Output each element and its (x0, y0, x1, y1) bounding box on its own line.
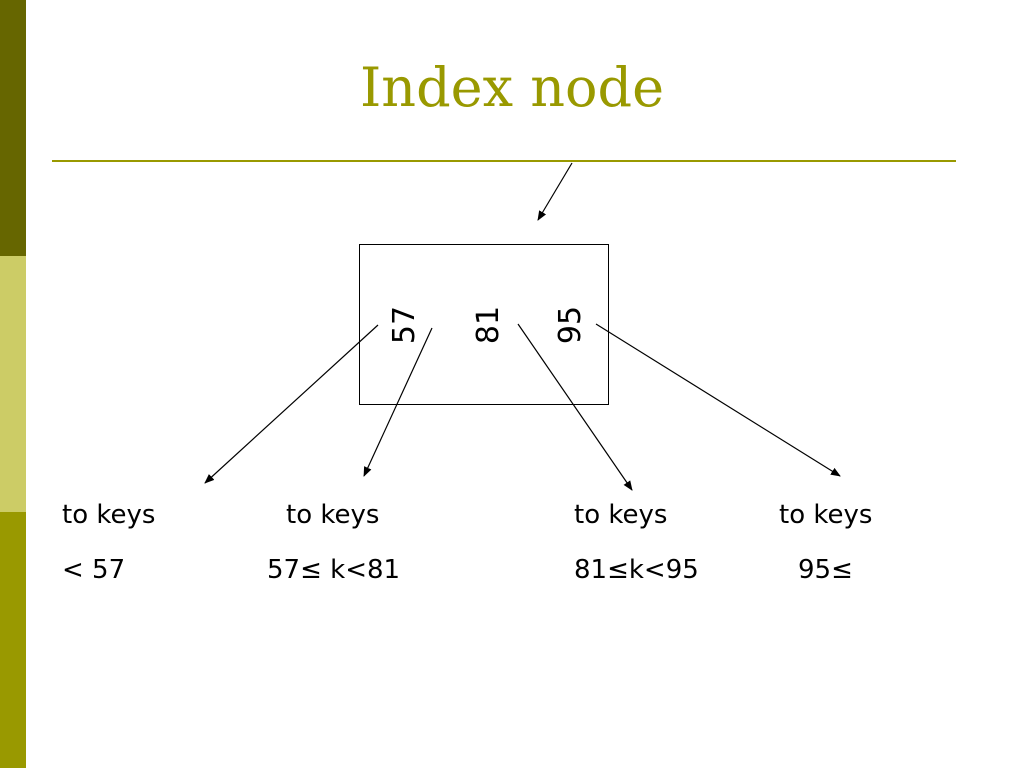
pointer-arrow-lt-57 (204, 324, 379, 484)
slide-title: Index node (359, 56, 665, 119)
pointer-label-2-line1: to keys (286, 500, 380, 530)
pointer-label-1-line1: to keys (62, 500, 156, 530)
pointer-label-3-line2: 81≤k<95 (574, 555, 699, 585)
pointer-label-2-line2: 57≤ k<81 (267, 555, 401, 585)
pointer-label-1-line2: < 57 (62, 555, 126, 585)
pointer-arrow-57-81 (363, 327, 433, 477)
side-bar-bottom (0, 512, 26, 768)
pointer-arrow-ge-95 (595, 323, 841, 477)
pointer-label-3-line1: to keys (574, 500, 668, 530)
index-node-box (359, 244, 609, 405)
title-rule (52, 160, 956, 162)
pointer-arrow-81-95 (517, 323, 633, 491)
side-bar-middle (0, 256, 26, 512)
pointer-label-4-line1: to keys (779, 500, 873, 530)
side-bar-top (0, 0, 26, 256)
pointer-label-4-line2: 95≤ (798, 555, 853, 585)
incoming-pointer-arrow (537, 162, 573, 221)
